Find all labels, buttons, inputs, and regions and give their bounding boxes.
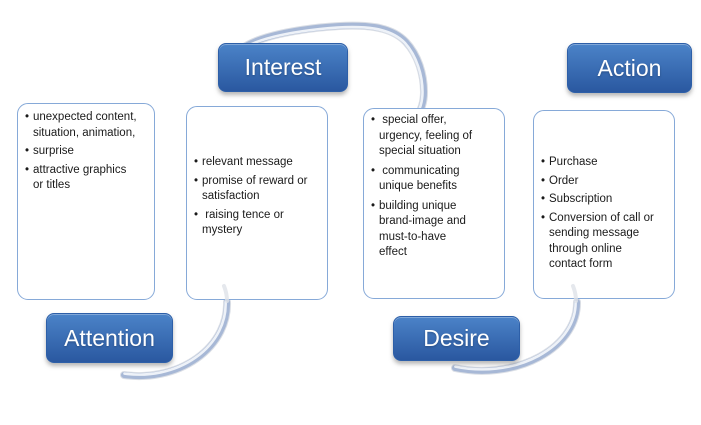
bullet-icon: • xyxy=(541,211,546,224)
bullet-icon: • xyxy=(194,208,199,221)
bullet-icon: • xyxy=(194,174,199,187)
bullet-icon: • xyxy=(371,114,376,126)
bullet-text: special offer, urgency, feeling of speci… xyxy=(379,114,473,157)
list-item: • raising tence or mystery xyxy=(194,208,321,239)
bullet-text: Subscription xyxy=(549,193,613,205)
bullet-text: attractive graphics or titles xyxy=(33,163,127,192)
bullet-icon: • xyxy=(371,164,376,177)
banner-desire-label: Desire xyxy=(423,325,490,351)
list-item: • surprise xyxy=(25,144,148,160)
bullet-text: Order xyxy=(549,174,579,187)
list-item: • unexpected content, situation, animati… xyxy=(25,110,148,141)
list-item: • Order xyxy=(541,174,668,190)
list-item: • promise of reward or satisfaction xyxy=(194,174,321,205)
banner-attention-label: Attention xyxy=(64,324,155,351)
banner-interest-label: Interest xyxy=(244,54,322,80)
box-desire-details[interactable]: • special offer, urgency, feeling of spe… xyxy=(363,108,505,299)
banner-interest[interactable]: Interest xyxy=(218,43,348,92)
list-item: • Conversion of call or sending message … xyxy=(541,211,668,273)
list-item: • relevant message xyxy=(194,155,321,171)
bullet-icon: • xyxy=(25,145,30,157)
bullet-text: Conversion of call or sending message th… xyxy=(549,211,654,271)
banner-desire[interactable]: Desire xyxy=(393,316,520,361)
list-item: • Purchase xyxy=(541,155,668,171)
bullet-icon: • xyxy=(541,156,546,168)
bullet-text: raising tence or mystery xyxy=(202,208,284,237)
bullet-icon: • xyxy=(25,163,30,176)
bullet-text: building unique brand-image and must-to-… xyxy=(379,199,466,259)
list-item: • attractive graphics or titles xyxy=(25,163,148,194)
banner-action-label: Action xyxy=(597,54,662,81)
list-item: • special offer, urgency, feeling of spe… xyxy=(371,113,498,160)
bullet-text: unexpected content, situation, animation… xyxy=(33,111,137,139)
bullet-icon: • xyxy=(541,193,546,205)
box-interest-details[interactable]: • relevant message • promise of reward o… xyxy=(186,106,328,300)
list-item: • Subscription xyxy=(541,192,668,208)
bullet-icon: • xyxy=(194,156,199,168)
bullet-text: promise of reward or satisfaction xyxy=(202,174,308,203)
bullet-text: Purchase xyxy=(549,156,598,168)
bullet-text: relevant message xyxy=(202,156,293,168)
bullet-text: surprise xyxy=(33,145,74,157)
list-item: • communicating unique benefits xyxy=(371,164,498,195)
banner-attention[interactable]: Attention xyxy=(46,313,173,363)
box-attention-details[interactable]: • unexpected content, situation, animati… xyxy=(17,103,155,300)
bullet-text: communicating unique benefits xyxy=(379,164,460,193)
banner-action[interactable]: Action xyxy=(567,43,692,93)
list-item: • building unique brand-image and must-t… xyxy=(371,199,498,261)
bullet-icon: • xyxy=(371,199,376,212)
bullet-icon: • xyxy=(541,174,546,187)
bullet-icon: • xyxy=(25,111,30,123)
box-action-details[interactable]: • Purchase • Order • Subscription • Conv… xyxy=(533,110,675,299)
